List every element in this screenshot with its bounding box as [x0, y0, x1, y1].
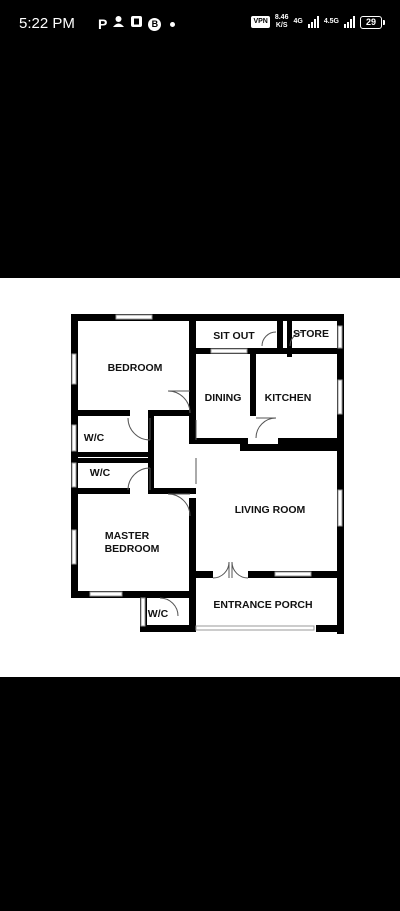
office-icon [130, 15, 143, 33]
label-sit-out: SIT OUT [213, 330, 255, 342]
label-dining: DINING [205, 392, 242, 404]
account-icon [112, 15, 125, 33]
p-icon: P [98, 16, 108, 32]
signal-icon-2 [344, 16, 355, 28]
label-wc-1: W/C [84, 432, 105, 444]
speed-value: 8.46 [274, 14, 289, 21]
label-store: STORE [293, 328, 329, 340]
notification-icons: P B [98, 15, 176, 33]
floor-plan-image[interactable]: BEDROOM SIT OUT STORE DINING KITCHEN W/C… [0, 278, 400, 677]
label-bedroom: BEDROOM [108, 362, 163, 374]
label-wc-3: W/C [148, 608, 169, 620]
vpn-badge: VPN [251, 16, 270, 28]
label-living-room: LIVING ROOM [235, 504, 306, 516]
windows [71, 314, 343, 631]
label-master-bedroom-1: MASTER [105, 530, 150, 542]
status-time: 5:22 PM [19, 15, 75, 32]
doors [127, 331, 305, 617]
network-type-1: 4G [293, 18, 303, 25]
status-bar: 5:22 PM P B VPN 8.46 K/S 4G 4.5G 29 [0, 0, 400, 50]
battery-icon: 29 [360, 15, 385, 29]
battery-level: 29 [365, 17, 376, 27]
b-circle-icon: B [148, 17, 162, 31]
label-entrance-porch: ENTRANCE PORCH [213, 599, 312, 611]
label-wc-2: W/C [90, 467, 111, 479]
dot-icon [170, 21, 176, 27]
signal-icon-1 [307, 16, 319, 28]
system-icons: VPN 8.46 K/S 4G 4.5G 29 [251, 14, 385, 30]
label-kitchen: KITCHEN [265, 392, 312, 404]
label-master-bedroom-2: BEDROOM [105, 543, 160, 555]
floor-plan-drawing: BEDROOM SIT OUT STORE DINING KITCHEN W/C… [71, 314, 344, 634]
network-speed: 8.46 K/S [275, 14, 289, 30]
network-type-2: 4.5G [323, 18, 339, 25]
speed-unit: K/S [275, 22, 288, 29]
